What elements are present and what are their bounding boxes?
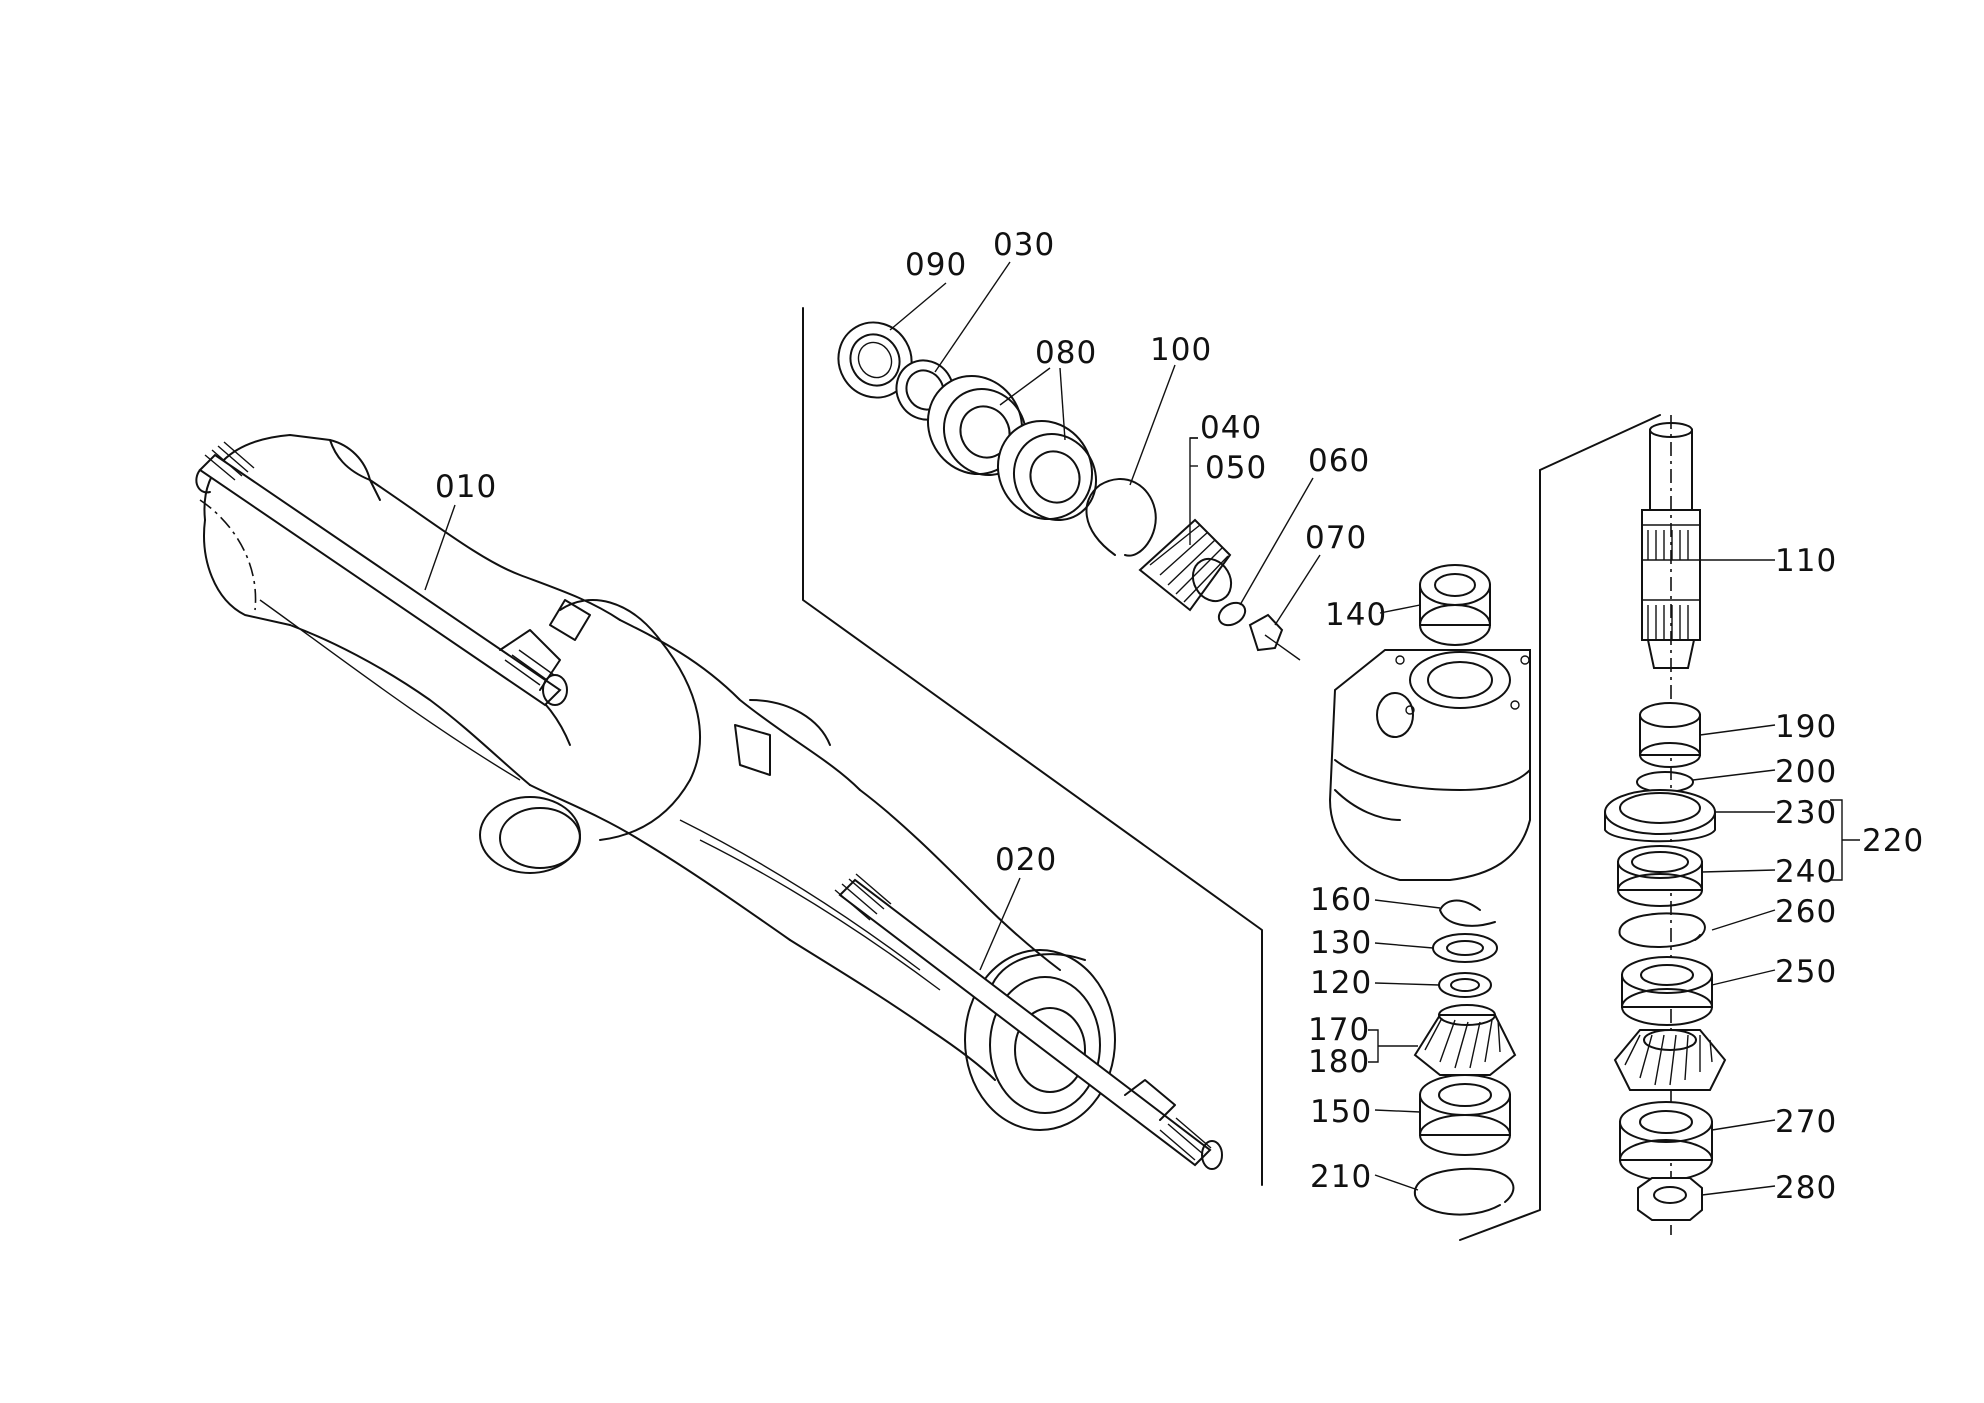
label-200: 200 [1775,754,1837,790]
label-140: 140 [1325,597,1387,633]
label-080: 080 [1035,335,1097,371]
gear-case [1328,649,1531,881]
label-230: 230 [1775,795,1837,831]
bush-190 [1639,702,1701,768]
label-060: 060 [1308,443,1370,479]
shaft-110 [1641,415,1701,1235]
label-260: 260 [1775,894,1837,930]
bearing-080-a [926,374,1028,477]
washer-060 [1217,601,1247,627]
o-ring-200 [1636,771,1694,793]
group-boundary-vertical [1539,414,1661,471]
label-270: 270 [1775,1104,1837,1140]
label-050: 050 [1205,450,1267,486]
bearing-150 [1419,1074,1511,1156]
label-130: 130 [1310,925,1372,961]
label-110: 110 [1775,543,1837,579]
seal-230 [1604,789,1716,843]
circlip-210 [1413,1167,1515,1216]
label-020: 020 [995,842,1057,878]
label-010: 010 [435,469,497,505]
shim-130 [1432,933,1498,963]
label-210: 210 [1310,1159,1372,1195]
label-120: 120 [1310,965,1372,1001]
nut-280 [1637,1177,1703,1221]
circlip-100 [1085,478,1157,557]
label-180: 180 [1308,1044,1370,1080]
label-190: 190 [1775,709,1837,745]
leader-lines [424,261,1860,1196]
label-250: 250 [1775,954,1837,990]
label-150: 150 [1310,1094,1372,1130]
bearing-140 [1419,564,1491,646]
bearing-270 [1619,1101,1713,1181]
label-220: 220 [1862,823,1924,859]
label-280: 280 [1775,1170,1837,1206]
circlip-260 [1618,912,1706,948]
label-100: 100 [1150,332,1212,368]
bearing-080-b [996,419,1098,522]
circlip-160 [1439,899,1496,927]
label-090: 090 [905,247,967,283]
part-labels: 010 020 030 040 050 060 070 080 090 100 … [435,227,1924,1206]
label-160: 160 [1310,882,1372,918]
label-040: 040 [1200,410,1262,446]
bevel-pinion-040 [1138,518,1233,612]
nut-240 [1617,845,1703,907]
label-170: 170 [1308,1012,1370,1048]
axle-housing [199,434,1116,1131]
label-030: 030 [993,227,1055,263]
bolt-070 [1248,613,1301,661]
shaft-020 [834,873,1223,1170]
group-boundary-upper [802,307,1263,1186]
label-240: 240 [1775,854,1837,890]
label-070: 070 [1305,520,1367,556]
collar-120 [1438,972,1492,998]
oil-seal-090 [837,321,913,399]
group-boundary-lower [1459,469,1541,1241]
bevel-gear-170 [1413,1004,1517,1076]
shaft-010 [195,441,568,707]
bearing-250 [1621,956,1713,1026]
bevel-gear-vertical [1613,1029,1727,1091]
